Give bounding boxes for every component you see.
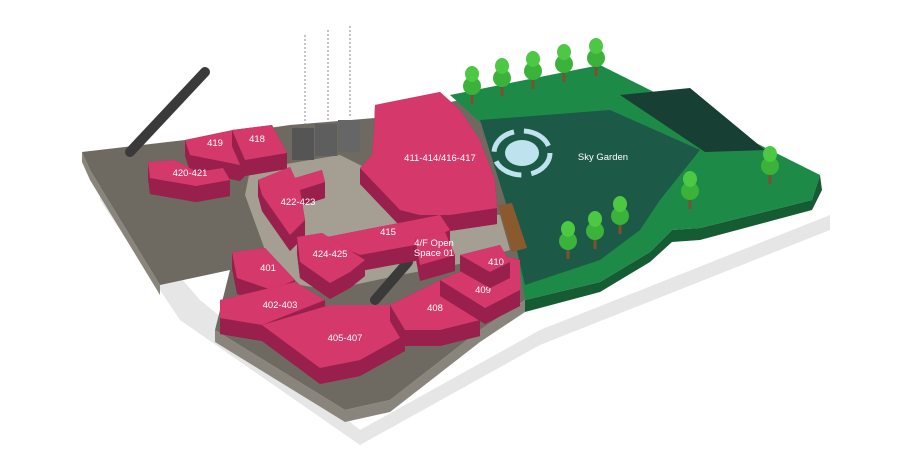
tree-icon: [493, 58, 511, 96]
up-arrow-icon: [304, 24, 351, 125]
unit-410[interactable]: 410: [460, 245, 510, 288]
unit-wall: [300, 262, 330, 299]
unit-top: [415, 232, 455, 265]
tree-icon: [586, 211, 604, 249]
unit-wall: [262, 325, 320, 384]
unit-422-423[interactable]: 422-423: [258, 167, 325, 251]
unit-wall: [330, 272, 350, 299]
unit-wall: [360, 245, 415, 271]
unit-wall: [440, 320, 480, 346]
unit-label: 408: [427, 303, 443, 314]
tree-icon: [463, 66, 481, 104]
unit-top: [232, 248, 295, 290]
unit-wall: [460, 255, 490, 288]
unit-top: [460, 245, 510, 272]
unit-wall: [232, 252, 237, 294]
unit-wall: [485, 290, 520, 324]
unit-wall: [148, 162, 150, 194]
unit-label: 409: [475, 285, 491, 296]
unit-wall: [360, 168, 400, 226]
unit-418[interactable]: 418: [232, 125, 287, 176]
tree-icon: [611, 196, 629, 234]
unit-label: 411-414/416-417: [404, 153, 476, 164]
tree-icon: [681, 171, 699, 209]
unit-label: 422-423: [281, 197, 316, 208]
unit-top: [148, 160, 230, 186]
unit-wall: [440, 280, 485, 324]
unit-top: [297, 233, 365, 283]
escalator-icon[interactable]: [125, 67, 210, 157]
unit-wall: [297, 237, 300, 278]
unit-wall: [190, 155, 240, 181]
tree-icon: [524, 51, 542, 89]
unit-wall: [262, 195, 290, 251]
unit-label: 410: [488, 257, 504, 268]
tree-icon: [559, 221, 577, 259]
elevator-icon[interactable]: [292, 120, 360, 160]
unit-wall: [405, 330, 440, 346]
unit-wall: [258, 180, 262, 211]
floor-edge: [82, 152, 160, 295]
garden-dark-area: [620, 88, 765, 152]
unit-label: 4/F Open: [414, 238, 454, 249]
unit-label-line2: Space 01: [414, 248, 454, 259]
fountain-icon: [491, 128, 553, 178]
garden-edge: [525, 175, 822, 312]
unit-label: 401: [260, 263, 276, 274]
unit-wall: [196, 180, 230, 202]
tree-icon: [587, 38, 605, 76]
unit-wall: [360, 335, 405, 376]
wooden-deck: [498, 203, 527, 252]
unit-wall: [220, 318, 262, 341]
unit-label: 419: [207, 138, 223, 149]
unit-top: [220, 282, 325, 325]
unit-wall: [490, 262, 510, 288]
unit-wall: [415, 238, 420, 281]
tree-icon: [555, 44, 573, 82]
unit-wall: [350, 260, 365, 288]
unit-wall: [450, 208, 497, 231]
unit-label: 402-403: [263, 300, 298, 311]
escalator-icon[interactable]: [370, 257, 413, 305]
unit-top: [262, 305, 405, 368]
unit-label: 415: [380, 227, 396, 238]
unit-top: [232, 125, 287, 160]
sky-garden-label: Sky Garden: [578, 152, 628, 163]
unit-top: [258, 167, 325, 235]
unit-wall: [290, 220, 305, 251]
unit-label: 418: [249, 134, 265, 145]
unit-405-407[interactable]: 405-407: [262, 305, 405, 384]
unit-label: 424-425: [313, 249, 348, 260]
unit-408[interactable]: 408: [390, 280, 480, 346]
unit-top: [322, 215, 450, 255]
unit-top: [185, 130, 245, 165]
unit-424-425[interactable]: 424-425: [297, 233, 365, 299]
unit-wall: [245, 153, 287, 176]
unit-label: 405-407: [328, 333, 363, 344]
unit-top: [360, 92, 497, 215]
unit-420-421[interactable]: 420-421: [148, 160, 230, 202]
unit-wall: [420, 255, 455, 281]
unit-wall: [390, 305, 405, 346]
unit-label: 420-421: [173, 168, 208, 179]
unit-wall: [185, 140, 190, 171]
tree-icon: [761, 146, 779, 184]
unit-wall: [232, 130, 245, 176]
